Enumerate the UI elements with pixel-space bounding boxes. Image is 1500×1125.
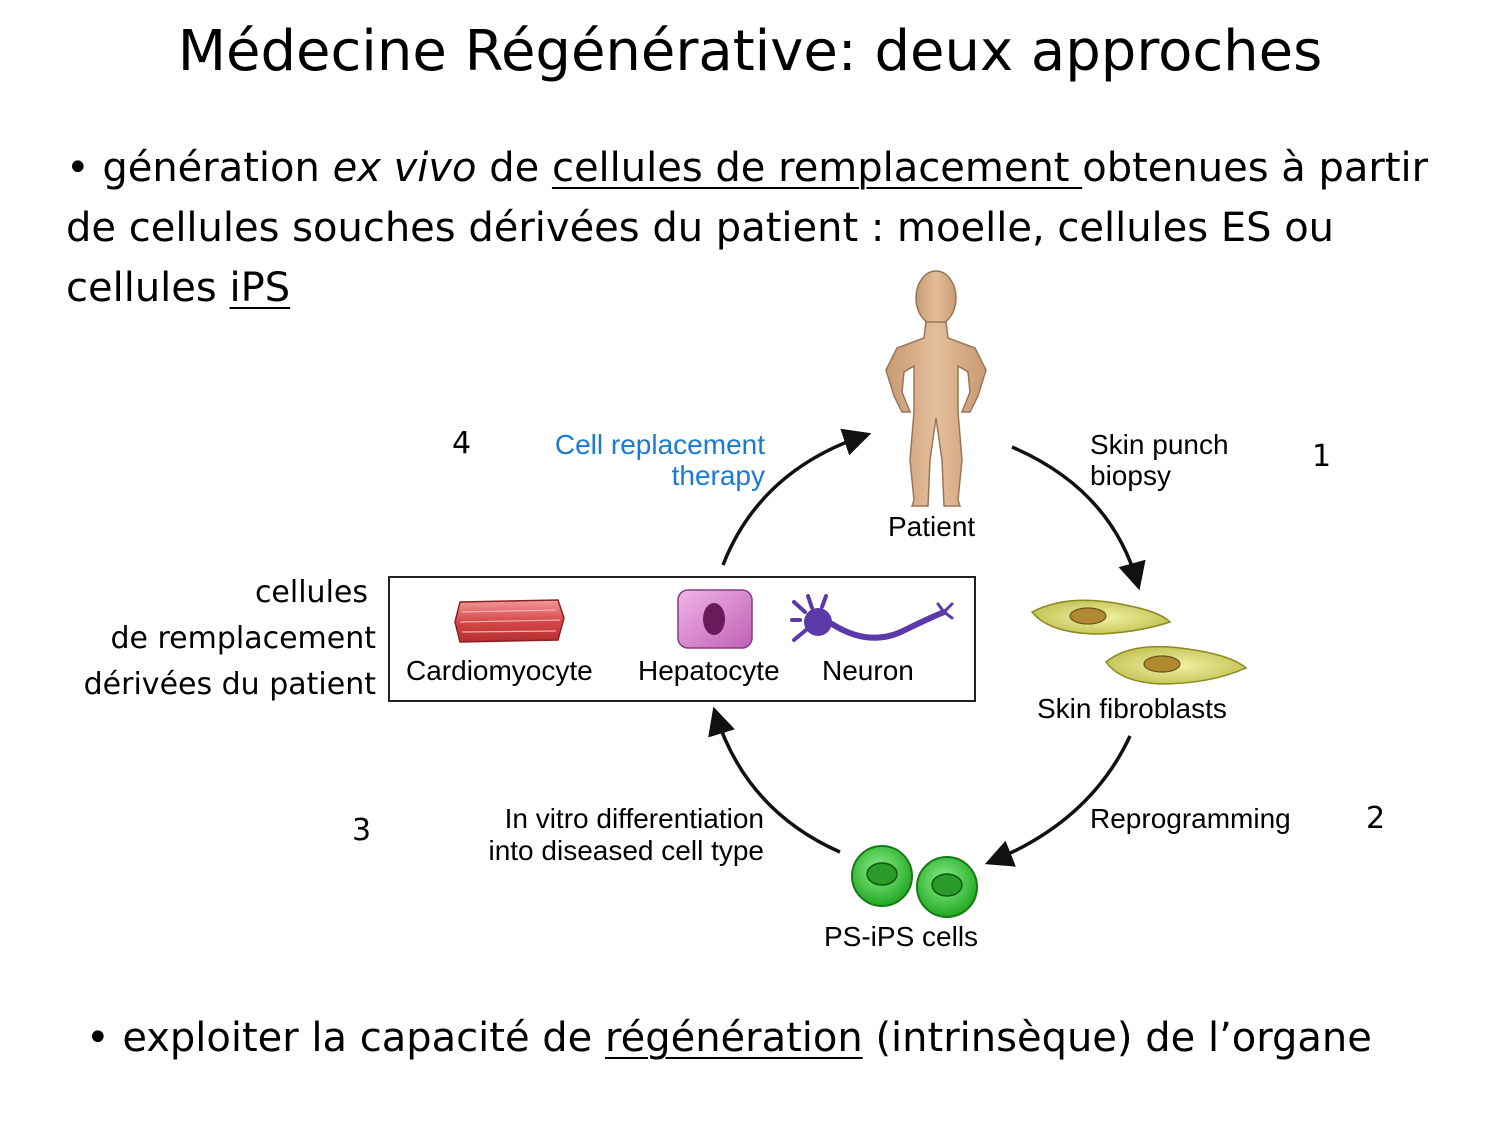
arrow-differentiation	[708, 706, 841, 854]
slide-title: Médecine Régénérative: deux approches	[177, 19, 1323, 84]
bullet2-text-1: exploiter la capacité de	[122, 1015, 606, 1061]
label-neuron: Neuron	[822, 655, 914, 686]
bullet-marker: •	[86, 1015, 123, 1061]
arrow-reprogramming	[984, 735, 1132, 867]
label-differentiation-1: In vitro differentiation	[504, 803, 764, 834]
bullet2-text-2: (intrinsèque) de l’organe	[862, 1015, 1372, 1061]
side-label-line-2: de remplacement	[110, 621, 376, 656]
bullet-regeneration: • exploiter la capacité de régénération …	[86, 1008, 1486, 1068]
label-reprogramming: Reprogramming	[1090, 803, 1291, 834]
bullet1-underlined-2: iPS	[229, 265, 291, 311]
label-fibroblasts: Skin fibroblasts	[1037, 693, 1227, 724]
label-skin-biopsy-2: biopsy	[1090, 460, 1171, 491]
label-therapy-2: therapy	[671, 460, 765, 491]
side-label-line-3: dérivées du patient	[83, 667, 376, 702]
hepatocyte-cell	[677, 589, 753, 649]
bullet1-text-2: de	[476, 145, 552, 191]
fibroblast-cells	[1030, 599, 1248, 685]
label-therapy-1: Cell replacement	[554, 429, 765, 460]
arrow-therapy	[721, 428, 872, 566]
bullet1-text-3: obtenues à partir de cellules souches dé…	[66, 145, 1429, 311]
bullet1-underlined-1: cellules de remplacement	[551, 145, 1083, 191]
cycle-arrows	[708, 428, 1146, 867]
label-patient: Patient	[888, 511, 976, 542]
ips-cells	[851, 845, 978, 918]
label-cardiomyocyte: Cardiomyocyte	[406, 655, 593, 686]
side-label-line-1: cellules	[254, 575, 368, 610]
neuron-cell	[790, 594, 954, 642]
side-label: cellules de remplacement dérivées du pat…	[60, 570, 376, 708]
step-number-1: 1	[1312, 439, 1332, 474]
label-hepatocyte: Hepatocyte	[638, 655, 780, 686]
label-skin-biopsy-1: Skin punch	[1090, 429, 1229, 460]
label-differentiation-2: into diseased cell type	[488, 835, 764, 866]
cardiomyocyte-cell	[454, 599, 565, 643]
bullet2-underlined: régénération	[605, 1015, 863, 1061]
bullet-marker: •	[66, 145, 103, 191]
bullet1-italic: ex vivo	[332, 145, 477, 191]
step-number-2: 2	[1366, 801, 1386, 836]
bullet1-text-1: génération	[102, 145, 333, 191]
bullet-ex-vivo: • génération ex vivo de cellules de remp…	[66, 138, 1466, 318]
step-number-3: 3	[352, 813, 372, 848]
step-number-4: 4	[452, 426, 472, 461]
arrow-biopsy	[1011, 445, 1146, 591]
label-ips: PS-iPS cells	[824, 921, 979, 952]
patient-figure	[885, 270, 987, 507]
